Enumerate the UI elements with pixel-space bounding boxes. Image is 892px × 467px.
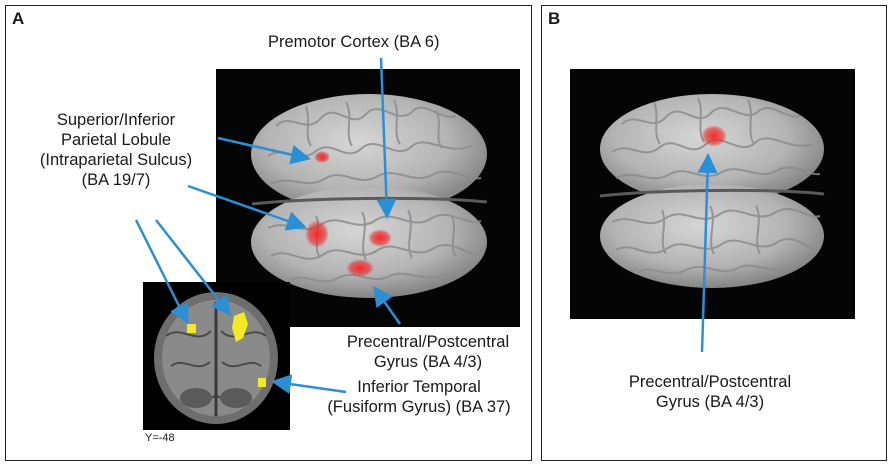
label-precentral-b-line-2: Gyrus (BA 4/3)	[655, 393, 765, 411]
label-parietal-line-1: Superior/Inferior	[56, 111, 176, 129]
label-parietal-line-4: (BA 19/7)	[81, 171, 151, 189]
label-parietal-line-2: Parietal Lobule	[60, 131, 172, 149]
arrow-precentral	[373, 285, 402, 325]
right-hemisphere-a	[251, 186, 487, 298]
activation-precentral	[346, 259, 374, 277]
label-parietal-line-3: (Intraparietal Sulcus)	[39, 151, 193, 169]
arrow-parietal-upper	[217, 136, 311, 165]
arrow-parietal-slice-right	[155, 219, 232, 316]
panel-a-letter: A	[12, 9, 25, 28]
label-parietal-lobule: Superior/Inferior Parietal Lobule (Intra…	[16, 110, 216, 190]
arrow-parietal-lower	[187, 184, 307, 231]
panel-a-figure	[134, 57, 488, 430]
activation-yellow-right	[232, 312, 248, 342]
label-temporal-line-1: Inferior Temporal	[357, 378, 481, 396]
arrow-parietal-slice-left	[134, 219, 189, 325]
arrow-premotor	[376, 57, 397, 219]
arrow-temporal	[271, 374, 347, 395]
label-premotor-cortex: Premotor Cortex (BA 6)	[268, 33, 440, 51]
panel-b-letter: B	[548, 9, 561, 28]
activation-red-a	[305, 151, 392, 277]
coronal-slice-inset	[143, 282, 290, 430]
activation-yellow-temporal	[258, 378, 266, 387]
brain-top-view-a	[251, 94, 488, 298]
label-precentral-b: Precentral/Postcentral Gyrus (BA 4/3)	[600, 372, 820, 412]
brain-top-view-b	[599, 94, 825, 288]
activation-parietal-upper	[314, 151, 330, 163]
activation-yellow-left	[187, 324, 196, 333]
panel-a: A	[5, 5, 532, 461]
panel-b: B	[541, 5, 887, 461]
label-precentral-a: Precentral/Postcentral Gyrus (BA 4/3)	[328, 332, 528, 372]
label-inferior-temporal: Inferior Temporal (Fusiform Gyrus) (BA 3…	[309, 377, 529, 417]
activation-premotor	[368, 229, 392, 247]
arrow-precentral-b	[697, 153, 718, 353]
label-precentral-b-line-1: Precentral/Postcentral	[628, 373, 792, 391]
label-slice-coordinate: Y=-48	[145, 432, 175, 444]
activation-precentral-b	[701, 125, 727, 147]
panel-b-figure	[599, 94, 825, 353]
activation-parietal-lower	[305, 220, 329, 248]
label-precentral-a-line-2: Gyrus (BA 4/3)	[373, 353, 483, 371]
arrows-a	[134, 57, 402, 395]
label-precentral-a-line-1: Precentral/Postcentral	[346, 333, 510, 351]
label-temporal-line-2: (Fusiform Gyrus) (BA 37)	[327, 398, 511, 416]
